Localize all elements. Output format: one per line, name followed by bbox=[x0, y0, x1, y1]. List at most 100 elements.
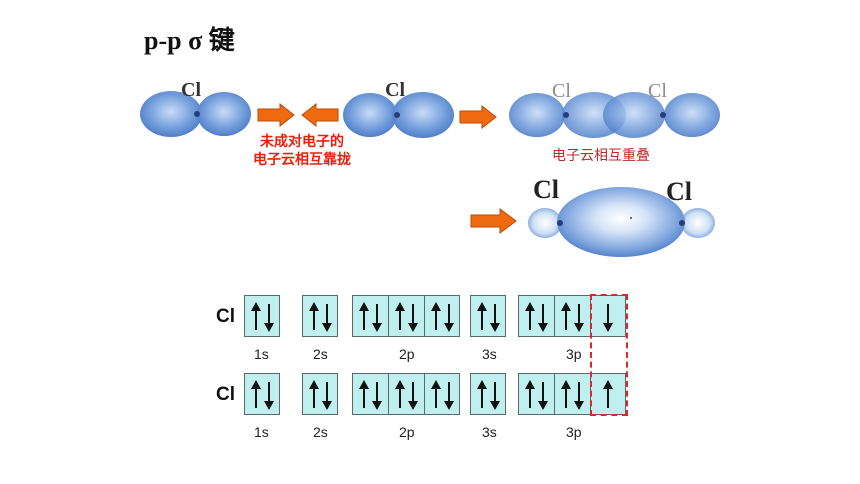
orbital-overlap-illustration: Cl Cl Cl Cl Cl Cl bbox=[140, 79, 720, 257]
approach-arrow-1 bbox=[257, 102, 295, 128]
orbital-cell bbox=[591, 374, 627, 414]
spin-up-arrow bbox=[309, 380, 319, 408]
row-element-label: Cl bbox=[216, 384, 235, 405]
electron-spin-arrows bbox=[477, 380, 500, 410]
subshell-label: 1s bbox=[254, 346, 269, 362]
orbital-box-2p bbox=[352, 295, 460, 337]
electron-spin-arrows bbox=[359, 302, 382, 332]
cl-label-overlap-left: Cl bbox=[552, 80, 571, 102]
spin-down-arrow bbox=[322, 304, 332, 332]
spin-down-arrow bbox=[538, 304, 548, 332]
orbital-cell bbox=[389, 296, 425, 336]
cl-label-overlap-right: Cl bbox=[648, 80, 667, 102]
orbital-cell bbox=[591, 296, 627, 336]
spin-up-arrow bbox=[477, 380, 487, 408]
orbital-cell bbox=[389, 374, 425, 414]
electron-spin-arrows bbox=[561, 380, 584, 410]
spin-up-arrow bbox=[561, 380, 571, 408]
spin-up-arrow bbox=[603, 380, 613, 408]
orbital-box-3s bbox=[470, 373, 506, 415]
spin-up-arrow bbox=[395, 302, 405, 330]
orbital-box-1s bbox=[244, 295, 280, 337]
electron-spin-arrows bbox=[395, 302, 418, 332]
overlapping-orbitals bbox=[509, 92, 720, 138]
electron-spin-arrows bbox=[395, 380, 418, 410]
p-orbital-middle bbox=[343, 92, 454, 138]
orbital-box-1s bbox=[244, 373, 280, 415]
electron-spin-arrows bbox=[309, 302, 332, 332]
approach-caption: 未成对电子的 电子云相互靠拢 bbox=[242, 132, 362, 168]
electron-spin-arrows bbox=[309, 380, 332, 410]
overlap-arrow bbox=[459, 104, 497, 130]
subshell-label: 2p bbox=[399, 424, 415, 440]
spin-up-arrow bbox=[477, 302, 487, 330]
electron-spin-arrows bbox=[477, 302, 500, 332]
orbital-cell bbox=[519, 374, 555, 414]
electron-spin-arrows bbox=[431, 380, 454, 410]
orbital-box-3p bbox=[518, 373, 626, 415]
electron-spin-arrows bbox=[251, 302, 274, 332]
orbital-cell bbox=[303, 296, 339, 336]
cl-label-bond-right: Cl bbox=[666, 177, 692, 206]
subshell-label: 3s bbox=[482, 346, 497, 362]
orbital-box-2p bbox=[352, 373, 460, 415]
spin-down-arrow bbox=[408, 382, 418, 410]
sigma-bond-cloud bbox=[528, 187, 715, 257]
electron-spin-arrows bbox=[525, 302, 548, 332]
spin-down-arrow bbox=[490, 304, 500, 332]
spin-up-arrow bbox=[525, 380, 535, 408]
p-orbital-left bbox=[140, 91, 251, 137]
spin-up-arrow bbox=[359, 380, 369, 408]
orbital-cell bbox=[353, 296, 389, 336]
orbital-cell bbox=[425, 374, 461, 414]
spin-down-arrow bbox=[372, 304, 382, 332]
orbital-cell bbox=[353, 374, 389, 414]
page-title: p-p σ 键 bbox=[144, 26, 235, 55]
spin-up-arrow bbox=[525, 302, 535, 330]
row-element-label: Cl bbox=[216, 306, 235, 327]
electron-spin-arrows bbox=[431, 302, 454, 332]
approach-caption-line2: 电子云相互靠拢 bbox=[253, 151, 351, 167]
orbital-cell bbox=[471, 296, 507, 336]
orbital-cell bbox=[555, 296, 591, 336]
spin-up-arrow bbox=[359, 302, 369, 330]
orbital-box-3p bbox=[518, 295, 626, 337]
spin-down-arrow bbox=[490, 382, 500, 410]
spin-up-arrow bbox=[309, 302, 319, 330]
spin-up-arrow bbox=[431, 302, 441, 330]
spin-down-arrow bbox=[372, 382, 382, 410]
orbital-box-3s bbox=[470, 295, 506, 337]
electron-spin-arrows bbox=[561, 302, 584, 332]
subshell-label: 2s bbox=[313, 346, 328, 362]
orbital-cell bbox=[303, 374, 339, 414]
electron-spin-arrows bbox=[251, 380, 274, 410]
spin-down-arrow bbox=[574, 304, 584, 332]
orbital-cell bbox=[471, 374, 507, 414]
spin-down-arrow bbox=[408, 304, 418, 332]
cl-label-middle: Cl bbox=[385, 79, 405, 101]
orbital-cell bbox=[425, 296, 461, 336]
spin-down-arrow bbox=[574, 382, 584, 410]
orbital-cell bbox=[245, 374, 281, 414]
electron-spin-arrows bbox=[603, 380, 613, 408]
approach-arrow-2 bbox=[301, 102, 339, 128]
spin-up-arrow bbox=[395, 380, 405, 408]
subshell-label: 2s bbox=[313, 424, 328, 440]
cl-label-bond-left: Cl bbox=[533, 175, 559, 204]
approach-caption-line1: 未成对电子的 bbox=[260, 133, 344, 149]
spin-down-arrow bbox=[264, 304, 274, 332]
bond-arrow bbox=[470, 208, 517, 234]
orbital-box-2s bbox=[302, 373, 338, 415]
spin-down-arrow bbox=[603, 304, 613, 332]
orbital-box-2s bbox=[302, 295, 338, 337]
unpaired-electron-highlight bbox=[590, 294, 628, 416]
overlap-caption: 电子云相互重叠 bbox=[552, 147, 650, 163]
spin-down-arrow bbox=[444, 304, 454, 332]
subshell-label: 2p bbox=[399, 346, 415, 362]
subshell-label: 3s bbox=[482, 424, 497, 440]
subshell-label: 3p bbox=[566, 424, 582, 440]
electron-spin-arrows bbox=[525, 380, 548, 410]
orbital-cell bbox=[555, 374, 591, 414]
orbital-cell bbox=[519, 296, 555, 336]
spin-down-arrow bbox=[538, 382, 548, 410]
